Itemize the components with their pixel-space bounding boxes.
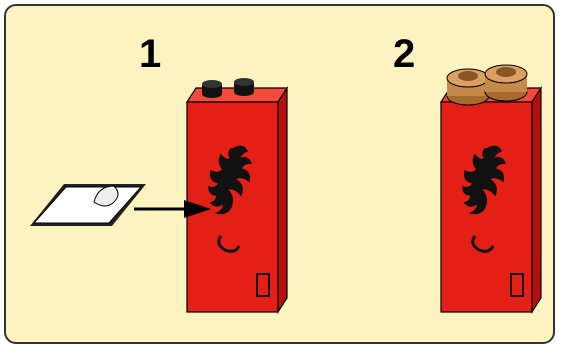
step-2-number: 2 [393, 32, 416, 76]
step-1-number: 1 [139, 32, 162, 76]
tan-round-stud-icon [446, 64, 528, 106]
arrow-icon [134, 200, 211, 218]
illustration [30, 64, 543, 315]
brick-step-2 [439, 64, 543, 315]
brick-step-1 [185, 78, 289, 315]
sticker-icon [30, 184, 146, 226]
instruction-panel: 1 2 [4, 4, 555, 344]
black-stud-icon [202, 78, 254, 98]
